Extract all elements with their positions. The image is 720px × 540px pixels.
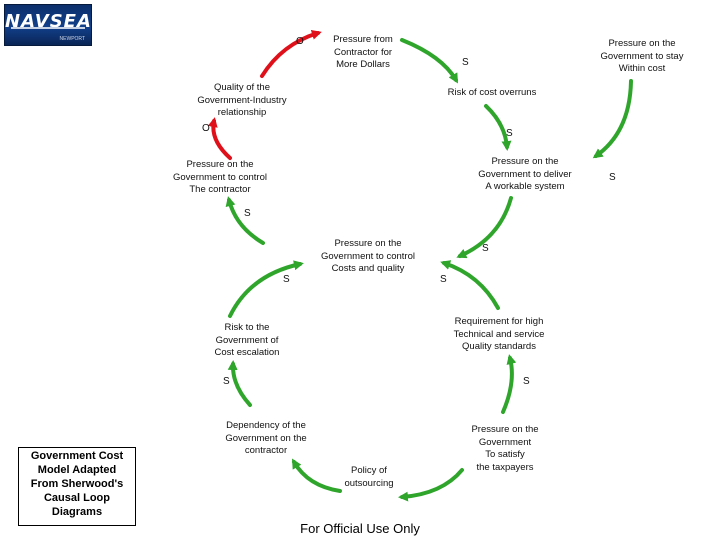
- node-pressure-control-contractor: Pressure on the Government to control Th…: [173, 159, 267, 195]
- navsea-logo: NAVSEA NEWPORT: [4, 4, 92, 46]
- sign-stay-within-cost-to-deliver: S: [609, 172, 616, 183]
- arrow-requirement-to-control-costs: [440, 260, 500, 310]
- sign-deliver-to-control-costs: S: [482, 243, 489, 254]
- arrow-escalation-to-control-costs: [228, 260, 304, 318]
- node-pressure-from-contractor: Pressure from Contractor for More Dollar…: [333, 34, 393, 70]
- sign-requirement-to-control-costs: S: [440, 274, 447, 285]
- node-pressure-deliver-system: Pressure on the Government to deliver A …: [478, 156, 572, 192]
- arrow-taxpayers-to-requirement: [501, 354, 517, 414]
- node-pressure-satisfy-taxpayers: Pressure on the Government To satisfy th…: [471, 424, 539, 473]
- node-pressure-control-costs-quality: Pressure on the Government to control Co…: [321, 238, 415, 274]
- arrow-overruns-to-deliver: [484, 104, 512, 151]
- sign-overruns-to-deliver: S: [506, 128, 513, 139]
- node-risk-cost-overruns: Risk of cost overruns: [447, 87, 537, 98]
- arrow-dependency-to-escalation: [227, 360, 252, 407]
- arrow-control-costs-to-control-contractor: [225, 196, 265, 245]
- node-requirement-high-standards: Requirement for high Technical and servi…: [453, 316, 545, 352]
- arrow-contractor-to-overruns: [400, 38, 459, 84]
- node-policy-outsourcing: Policy of outsourcing: [344, 465, 394, 489]
- logo-swoosh: [11, 27, 85, 29]
- sign-quality-to-contractor: O: [296, 36, 304, 47]
- sign-dependency-to-escalation: S: [223, 376, 230, 387]
- sign-taxpayers-to-requirement: S: [523, 376, 530, 387]
- arrow-control-contractor-to-quality: [207, 117, 232, 160]
- logo-subtext: NEWPORT: [59, 36, 85, 42]
- arrow-stay-within-cost-to-deliver: [592, 79, 633, 159]
- node-risk-cost-escalation: Risk to the Government of Cost escalatio…: [214, 322, 280, 358]
- node-dependency-on-contractor: Dependency of the Government on the cont…: [225, 420, 307, 456]
- arrow-quality-to-contractor-pressure: [260, 29, 322, 78]
- sign-control-contractor-to-quality: O: [202, 123, 210, 134]
- logo-text: NAVSEA: [5, 11, 92, 32]
- node-quality-relationship: Quality of the Government-Industry relat…: [197, 82, 287, 118]
- arrow-taxpayers-to-outsourcing: [398, 468, 464, 502]
- sign-contractor-to-overruns: S: [462, 57, 469, 68]
- footer-classification: For Official Use Only: [300, 521, 420, 536]
- node-pressure-stay-within-cost: Pressure on the Government to stay Withi…: [600, 38, 684, 74]
- diagram-caption: Government Cost Model Adapted From Sherw…: [18, 447, 136, 526]
- arrow-deliver-to-control-costs: [456, 196, 513, 259]
- arrow-outsourcing-to-dependency: [291, 458, 342, 493]
- sign-control-costs-to-control-contractor: S: [244, 208, 251, 219]
- sign-escalation-to-control-costs: S: [283, 274, 290, 285]
